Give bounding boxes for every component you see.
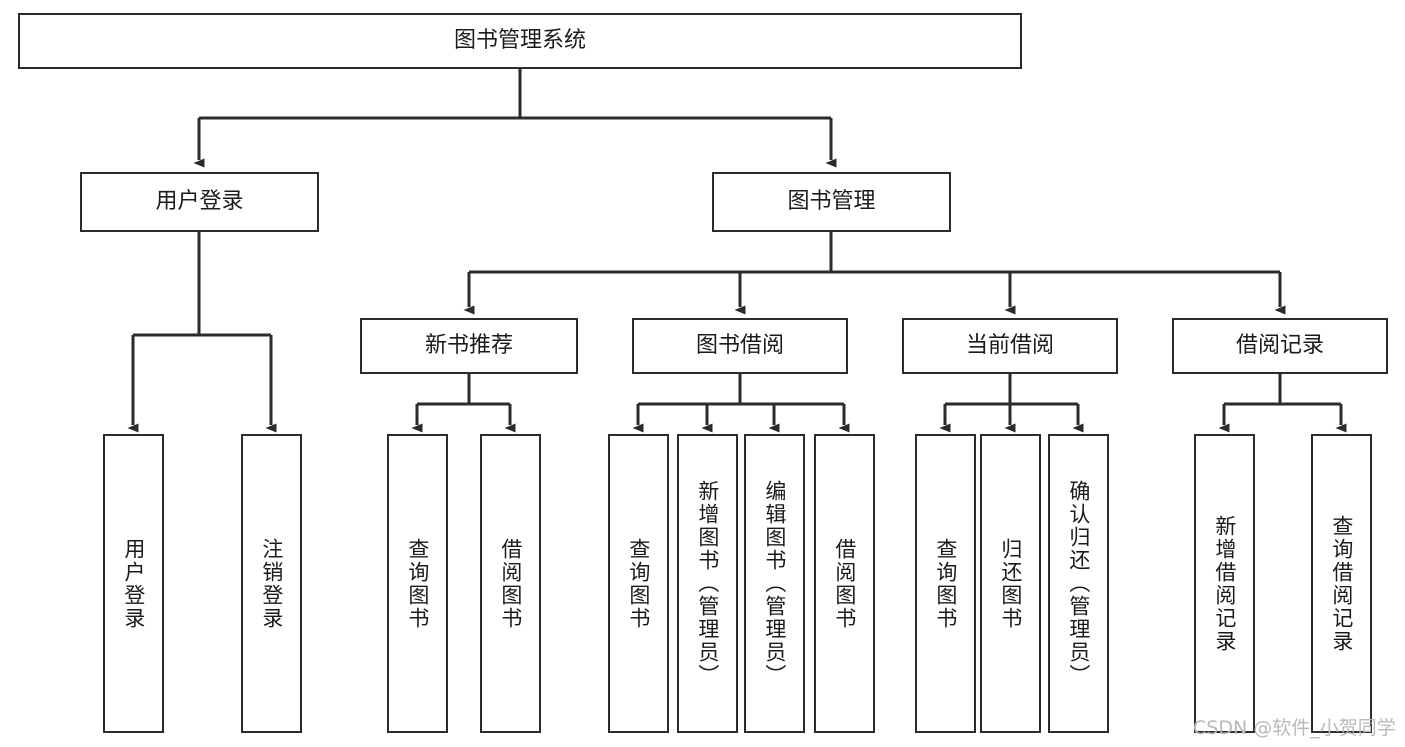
- node-label: 用户登录: [155, 189, 244, 215]
- node-user-login[interactable]: 用户登录: [80, 172, 319, 232]
- node-book-manage[interactable]: 图书管理: [712, 172, 951, 232]
- node-label: 图书管理系统: [453, 28, 586, 54]
- node-leaf-confirm-return[interactable]: 确认归还（管理员）: [1048, 434, 1109, 733]
- node-leaf-return-book[interactable]: 归还图书: [980, 434, 1041, 733]
- node-leaf-borrow-book-b[interactable]: 借阅图书: [814, 434, 875, 733]
- node-label: 确认归还（管理员）: [1066, 480, 1091, 687]
- node-label: 用户登录: [121, 537, 146, 630]
- node-leaf-query-book-b[interactable]: 查询图书: [608, 434, 669, 733]
- node-label: 新书推荐: [424, 333, 513, 359]
- node-leaf-user-login[interactable]: 用户登录: [103, 434, 164, 733]
- node-current-borrow[interactable]: 当前借阅: [902, 318, 1118, 374]
- node-label: 注销登录: [259, 537, 284, 630]
- node-label: 查询图书: [626, 537, 651, 630]
- node-leaf-logout[interactable]: 注销登录: [241, 434, 302, 733]
- node-label: 借阅图书: [498, 537, 523, 630]
- node-leaf-add-book[interactable]: 新增图书（管理员）: [677, 434, 738, 733]
- node-label: 借阅图书: [832, 537, 857, 630]
- node-label: 新增借阅记录: [1212, 514, 1237, 653]
- node-label: 查询图书: [933, 537, 958, 630]
- node-leaf-borrow-book-a[interactable]: 借阅图书: [480, 434, 541, 733]
- node-label: 查询借阅记录: [1329, 514, 1354, 653]
- node-label: 归还图书: [998, 537, 1023, 630]
- node-new-book-recommend[interactable]: 新书推荐: [360, 318, 578, 374]
- node-book-borrow[interactable]: 图书借阅: [632, 318, 848, 374]
- node-label: 借阅记录: [1235, 333, 1324, 359]
- node-label: 查询图书: [405, 537, 430, 630]
- node-label: 图书借阅: [695, 333, 784, 359]
- node-label: 图书管理: [787, 189, 876, 215]
- node-leaf-edit-book[interactable]: 编辑图书（管理员）: [744, 434, 805, 733]
- node-label: 新增图书（管理员）: [695, 480, 720, 687]
- node-leaf-query-book-c[interactable]: 查询图书: [915, 434, 976, 733]
- node-leaf-add-record[interactable]: 新增借阅记录: [1194, 434, 1255, 733]
- watermark-text: CSDN @软件_小贺同学: [1193, 717, 1396, 739]
- node-label: 编辑图书（管理员）: [762, 480, 787, 687]
- node-leaf-query-record[interactable]: 查询借阅记录: [1311, 434, 1372, 733]
- node-label: 当前借阅: [965, 333, 1054, 359]
- node-root-system[interactable]: 图书管理系统: [18, 13, 1022, 69]
- node-borrow-record[interactable]: 借阅记录: [1172, 318, 1388, 374]
- node-leaf-query-book-a[interactable]: 查询图书: [387, 434, 448, 733]
